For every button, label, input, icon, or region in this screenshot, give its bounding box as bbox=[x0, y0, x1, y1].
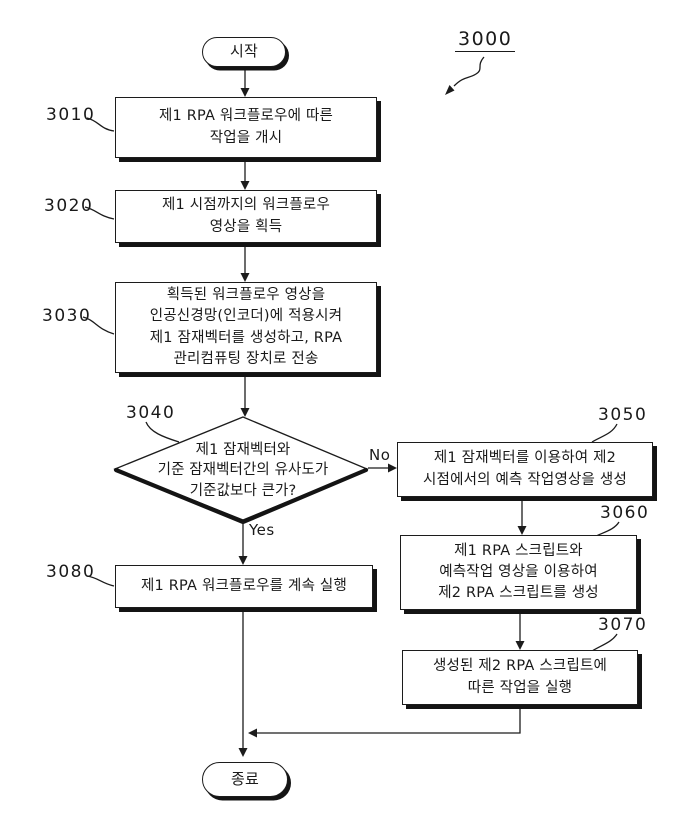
ref-label-3030: 3030 bbox=[42, 306, 92, 326]
connector-3080-end bbox=[238, 611, 248, 757]
figure-ref-label: 3000 bbox=[455, 28, 516, 52]
ref-label-3080: 3080 bbox=[46, 562, 96, 582]
flow-node-start: 시작 bbox=[202, 37, 286, 67]
arrowhead-down-icon bbox=[240, 181, 250, 190]
ref-connector-3010 bbox=[86, 117, 115, 132]
ref-label-3070: 3070 bbox=[598, 615, 648, 635]
no-label: No bbox=[369, 446, 391, 464]
arrowhead-down-icon bbox=[238, 748, 248, 757]
flow-node-3010: 제1 RPA 워크플로우에 따른 작업을 개시 bbox=[115, 97, 377, 158]
arrowhead-right-icon bbox=[388, 463, 397, 473]
connector-no-3050 bbox=[368, 463, 397, 473]
connector-yes-3080 bbox=[238, 522, 248, 565]
connector-3050-3060 bbox=[517, 500, 527, 535]
arrowhead-down-icon bbox=[515, 641, 525, 650]
arrowhead-down-icon bbox=[517, 526, 527, 535]
connector-3020-3030 bbox=[240, 246, 250, 282]
flow-node-3060: 제1 RPA 스크립트와 예측작업 영상을 이용하여 제2 RPA 스크립트를 … bbox=[400, 535, 637, 610]
arrowhead-down-icon bbox=[240, 408, 250, 417]
ref-connector-3050 bbox=[591, 423, 618, 443]
flow-node-3050: 제1 잠재벡터를 이용하여 제2 시점에서의 예측 작업영상을 생성 bbox=[397, 442, 653, 497]
flow-node-3080: 제1 RPA 워크플로우를 계속 실행 bbox=[115, 565, 373, 608]
arrowhead-down-icon bbox=[238, 556, 248, 565]
connector-3070-merge bbox=[248, 708, 521, 738]
arrowhead-down-icon bbox=[240, 88, 250, 97]
ref-label-3040: 3040 bbox=[126, 403, 176, 423]
flow-node-3020: 제1 시점까지의 워크플로우 영상을 획득 bbox=[115, 190, 377, 243]
ref-connector-3020 bbox=[84, 206, 115, 220]
flow-node-3070: 생성된 제2 RPA 스크립트에 따른 작업을 실행 bbox=[402, 650, 638, 705]
arrowhead-left-icon bbox=[248, 728, 257, 738]
ref-connector-3040 bbox=[145, 421, 180, 443]
connector-start-3010 bbox=[240, 67, 250, 97]
flow-node-end: 종료 bbox=[202, 762, 288, 797]
ref-label-3010: 3010 bbox=[46, 105, 96, 125]
connector-3060-3070 bbox=[515, 613, 525, 650]
arrowhead-down-icon bbox=[240, 273, 250, 282]
ref-connector-3080 bbox=[86, 575, 115, 587]
connector-3030-3040 bbox=[240, 376, 250, 417]
flow-node-3030: 획득된 워크플로우 영상을 인공신경망(인코더)에 적용시켜 제1 잠재벡터를 … bbox=[115, 282, 377, 373]
yes-label: Yes bbox=[249, 521, 275, 539]
ref-label-3050: 3050 bbox=[598, 405, 648, 425]
ref-connector-3070 bbox=[591, 633, 618, 652]
connector-3010-3020 bbox=[240, 161, 250, 190]
ref-label-3020: 3020 bbox=[44, 196, 94, 216]
ref-label-3060: 3060 bbox=[600, 503, 650, 523]
decision-node-3040: 제1 잠재벡터와 기준 잠재벡터간의 유사도가 기준값보다 큰가? bbox=[157, 442, 329, 499]
figure-ref-arrow bbox=[445, 56, 485, 95]
ref-connector-3030 bbox=[82, 316, 115, 335]
